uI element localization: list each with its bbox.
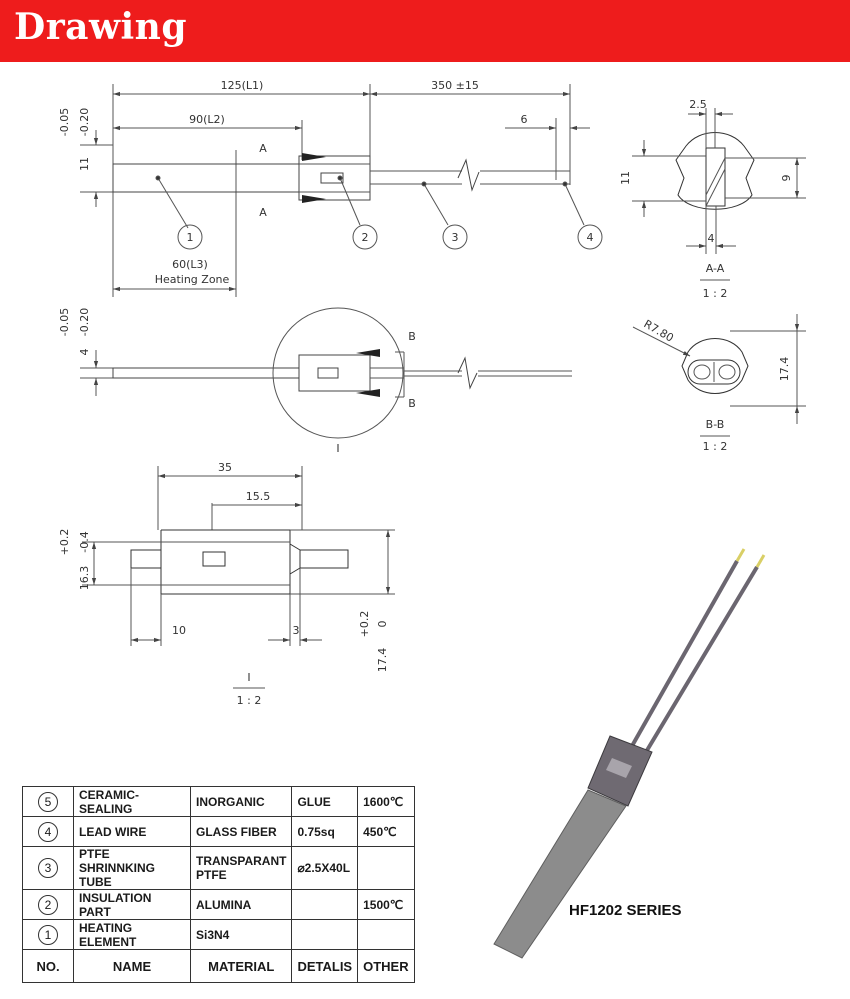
product-series-label: HF1202 SERIES (569, 902, 682, 919)
side-view (80, 307, 572, 439)
detail-label: I (247, 671, 250, 684)
row-number: 1 (38, 924, 58, 945)
detail-label: I (336, 442, 339, 455)
part-name: INSULATION PART (73, 889, 191, 920)
part-material: Si3N4 (189, 919, 293, 950)
part-name: PTFE SHRINNKING TUBE (73, 846, 191, 890)
part-details: ⌀2.5X40L (291, 846, 359, 890)
dim-lead-length: 350 ±15 (431, 79, 479, 92)
part-details: 0.75sq (291, 816, 359, 847)
bom-table: 5 CERAMIC-SEALING INORGANIC GLUE 1600℃ 4… (22, 786, 415, 983)
part-other (357, 846, 415, 890)
row-number: 2 (38, 894, 58, 915)
tol-top-upper: -0.05 (58, 108, 71, 136)
detail-tol-right-bottom: 0 (376, 621, 389, 628)
top-view-labels: 125(L1) 350 ±15 90(L2) 6 A A 60(L3) Heat… (58, 79, 594, 286)
row-number: 5 (38, 791, 58, 812)
detail-tol-left-top: +0.2 (58, 529, 71, 556)
aa-scale: 1 : 2 (703, 287, 728, 300)
table-header-row: NO. NAME MATERIAL DETALIS OTHER (22, 949, 415, 983)
header-no: NO. (22, 949, 74, 983)
part-material: TRANSPARANT PTFE (189, 846, 293, 890)
dim-diameter: 11 (78, 157, 91, 171)
detail-tol-left-bottom: -0.4 (78, 531, 91, 552)
header-material: MATERIAL (189, 949, 293, 983)
aa-dim-bottom: 4 (708, 232, 715, 245)
part-material: INORGANIC (189, 786, 293, 817)
table-row: 4 LEAD WIRE GLASS FIBER 0.75sq 450℃ (22, 816, 415, 847)
detail-dim-left: 16.3 (78, 566, 91, 591)
bb-dim-height: 17.4 (778, 357, 791, 382)
part-details (291, 889, 359, 920)
part-other: 450℃ (357, 816, 415, 847)
section-marker-a-top: A (259, 142, 267, 155)
part-details: GLUE (291, 786, 359, 817)
detail-dim-right: 17.4 (376, 648, 389, 673)
header-other: OTHER (357, 949, 415, 983)
part-other: 1500℃ (357, 889, 415, 920)
detail-view (82, 466, 395, 689)
detail-dim-3: 3 (293, 624, 300, 637)
row-number: 3 (38, 858, 58, 878)
detail-scale: 1 : 2 (237, 694, 262, 707)
table-row: 1 HEATING ELEMENT Si3N4 (22, 919, 415, 950)
product-illustration (493, 548, 766, 959)
part-material: GLASS FIBER (189, 816, 293, 847)
balloon-1: 1 (187, 231, 194, 244)
part-details (291, 919, 359, 950)
part-other: 1600℃ (357, 786, 415, 817)
balloon-3: 3 (452, 231, 459, 244)
balloon-4: 4 (587, 231, 594, 244)
heating-zone-label: Heating Zone (155, 273, 230, 286)
detail-dim-10: 10 (172, 624, 186, 637)
table-row: 3 PTFE SHRINNKING TUBE TRANSPARANT PTFE … (22, 846, 415, 890)
table-row: 2 INSULATION PART ALUMINA 1500℃ (22, 889, 415, 920)
part-name: CERAMIC-SEALING (73, 786, 191, 817)
detail-view-labels: 35 15.5 10 3 +0.2 -0.4 16.3 +0.2 0 17.4 … (58, 461, 389, 707)
section-marker-a-bottom: A (259, 206, 267, 219)
aa-dim-width: 2.5 (689, 98, 707, 111)
header-banner: Drawing (0, 0, 850, 62)
aa-dim-inner: 9 (780, 175, 793, 182)
part-name: LEAD WIRE (73, 816, 191, 847)
part-name: HEATING ELEMENT (73, 919, 191, 950)
section-marker-b-bottom: B (408, 397, 416, 410)
section-bb (632, 314, 806, 437)
table-row: 5 CERAMIC-SEALING INORGANIC GLUE 1600℃ (22, 786, 415, 817)
detail-tol-right-top: +0.2 (358, 611, 371, 638)
tol-top-lower: -0.20 (78, 108, 91, 136)
dim-l2: 90(L2) (189, 113, 225, 126)
dim-l3: 60(L3) (172, 258, 208, 271)
aa-dim-height: 11 (619, 171, 632, 185)
row-number: 4 (38, 821, 58, 842)
side-thickness: 4 (78, 349, 91, 356)
side-tol-lower: -0.20 (78, 308, 91, 336)
part-material: ALUMINA (189, 889, 293, 920)
side-tol-upper: -0.05 (58, 308, 71, 336)
section-marker-b-top: B (408, 330, 416, 343)
side-view-labels: B B I -0.05 -0.20 4 (58, 308, 416, 455)
part-other (357, 919, 415, 950)
section-aa-labels: 2.5 11 9 4 A-A 1 : 2 (619, 98, 793, 300)
section-aa (632, 108, 806, 281)
page-title: Drawing (14, 6, 188, 48)
detail-dim-15-5: 15.5 (246, 490, 271, 503)
top-view (80, 84, 603, 297)
header-name: NAME (73, 949, 191, 983)
dim-6: 6 (521, 113, 528, 126)
detail-dim-35: 35 (218, 461, 232, 474)
balloon-2: 2 (362, 231, 369, 244)
bb-label: B-B (706, 418, 725, 431)
aa-label: A-A (706, 262, 725, 275)
header-details: DETALIS (291, 949, 359, 983)
section-bb-labels: R7.80 17.4 B-B 1 : 2 (642, 317, 792, 453)
bb-scale: 1 : 2 (703, 440, 728, 453)
dim-l1: 125(L1) (221, 79, 264, 92)
